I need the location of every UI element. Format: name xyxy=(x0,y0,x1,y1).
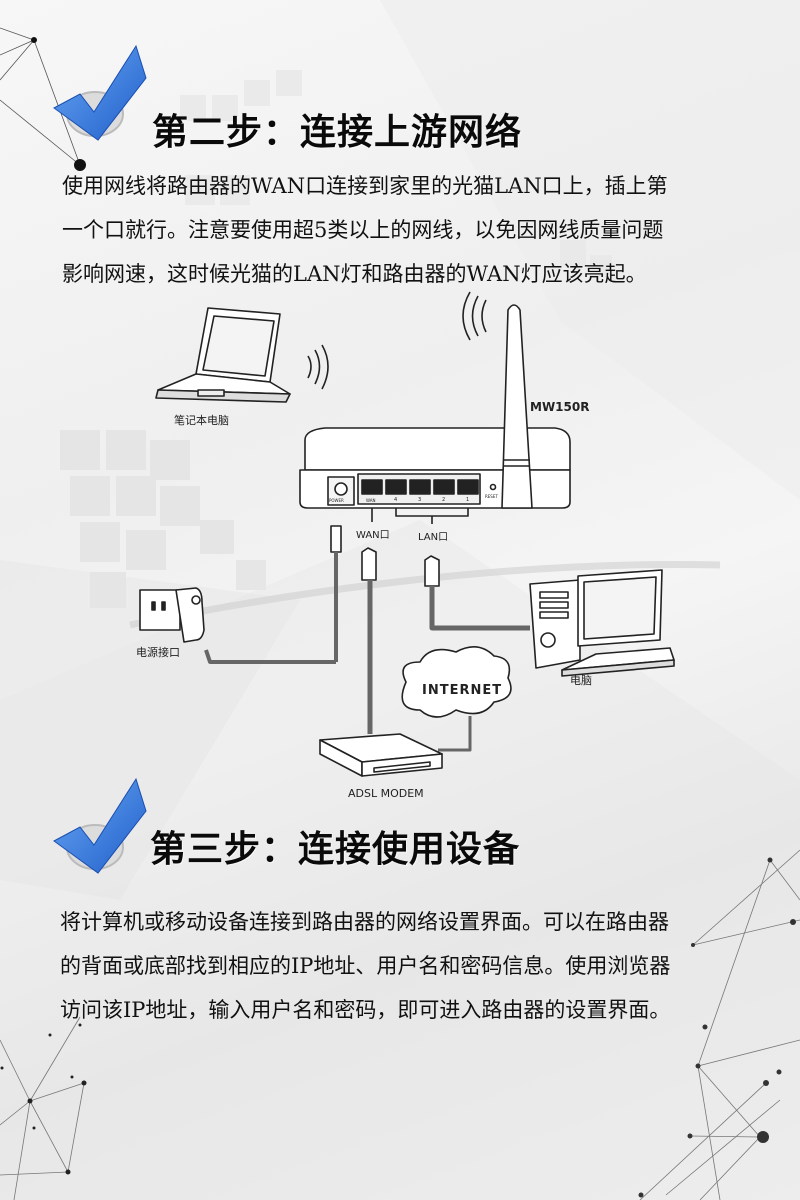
step2-paragraph: 使用网线将路由器的WAN口连接到家里的光猫LAN口上，插上第 一个口就行。注意要… xyxy=(62,164,668,296)
step2-line-1: 使用网线将路由器的WAN口连接到家里的光猫LAN口上，插上第 xyxy=(62,174,668,198)
port-label-1: 1 xyxy=(466,497,470,503)
power-outlet-icon xyxy=(139,587,205,643)
port-label-4: 4 xyxy=(394,497,398,503)
port-label-wan: WAN xyxy=(366,498,376,503)
router-icon xyxy=(299,304,571,509)
power-outlet-label: 电源接口 xyxy=(136,646,180,659)
port-label-power: POWER xyxy=(329,498,344,503)
step3-line-1: 将计算机或移动设备连接到路由器的网络设置界面。可以在路由器 xyxy=(60,910,669,934)
step3-paragraph: 将计算机或移动设备连接到路由器的网络设置界面。可以在路由器 的背面或底部找到相应… xyxy=(60,900,670,1032)
port-label-3: 3 xyxy=(418,497,422,503)
step3-line-3: 访问该IP地址，输入用户名和密码，即可进入路由器的设置界面。 xyxy=(60,998,671,1022)
internet-label: INTERNET xyxy=(422,683,503,698)
laptop-label: 笔记本电脑 xyxy=(174,414,229,427)
wan-port-label: WAN口 xyxy=(356,530,390,541)
step2-heading: 第二步：连接上游网络 xyxy=(152,112,523,153)
laptop-icon xyxy=(155,307,291,403)
check-mark-icon xyxy=(53,44,147,141)
modem-label: ADSL MODEM xyxy=(348,787,424,800)
router-model-label: MW150R xyxy=(530,400,590,414)
lan-port-label: LAN口 xyxy=(418,532,449,543)
step3-heading: 第三步：连接使用设备 xyxy=(150,829,521,870)
diagram-drawing xyxy=(139,291,675,777)
port-label-2: 2 xyxy=(442,497,446,503)
step2-line-3: 影响网速，这时候光猫的LAN灯和路由器的WAN灯应该亮起。 xyxy=(62,262,647,286)
router-connection-diagram: 笔记本电脑 MW150R WAN口 LAN口 电源接口 电脑 INTERNET … xyxy=(100,290,700,810)
internet-cloud-icon xyxy=(401,646,512,718)
desktop-computer-icon xyxy=(529,569,675,677)
check-mark-icon xyxy=(53,777,147,874)
pc-label: 电脑 xyxy=(570,674,592,687)
step2-line-2: 一个口就行。注意要使用超5类以上的网线，以免因网线质量问题 xyxy=(62,218,664,242)
adsl-modem-icon xyxy=(319,733,443,777)
port-label-reset: RESET xyxy=(485,494,498,499)
step3-line-2: 的背面或底部找到相应的IP地址、用户名和密码信息。使用浏览器 xyxy=(60,954,671,978)
